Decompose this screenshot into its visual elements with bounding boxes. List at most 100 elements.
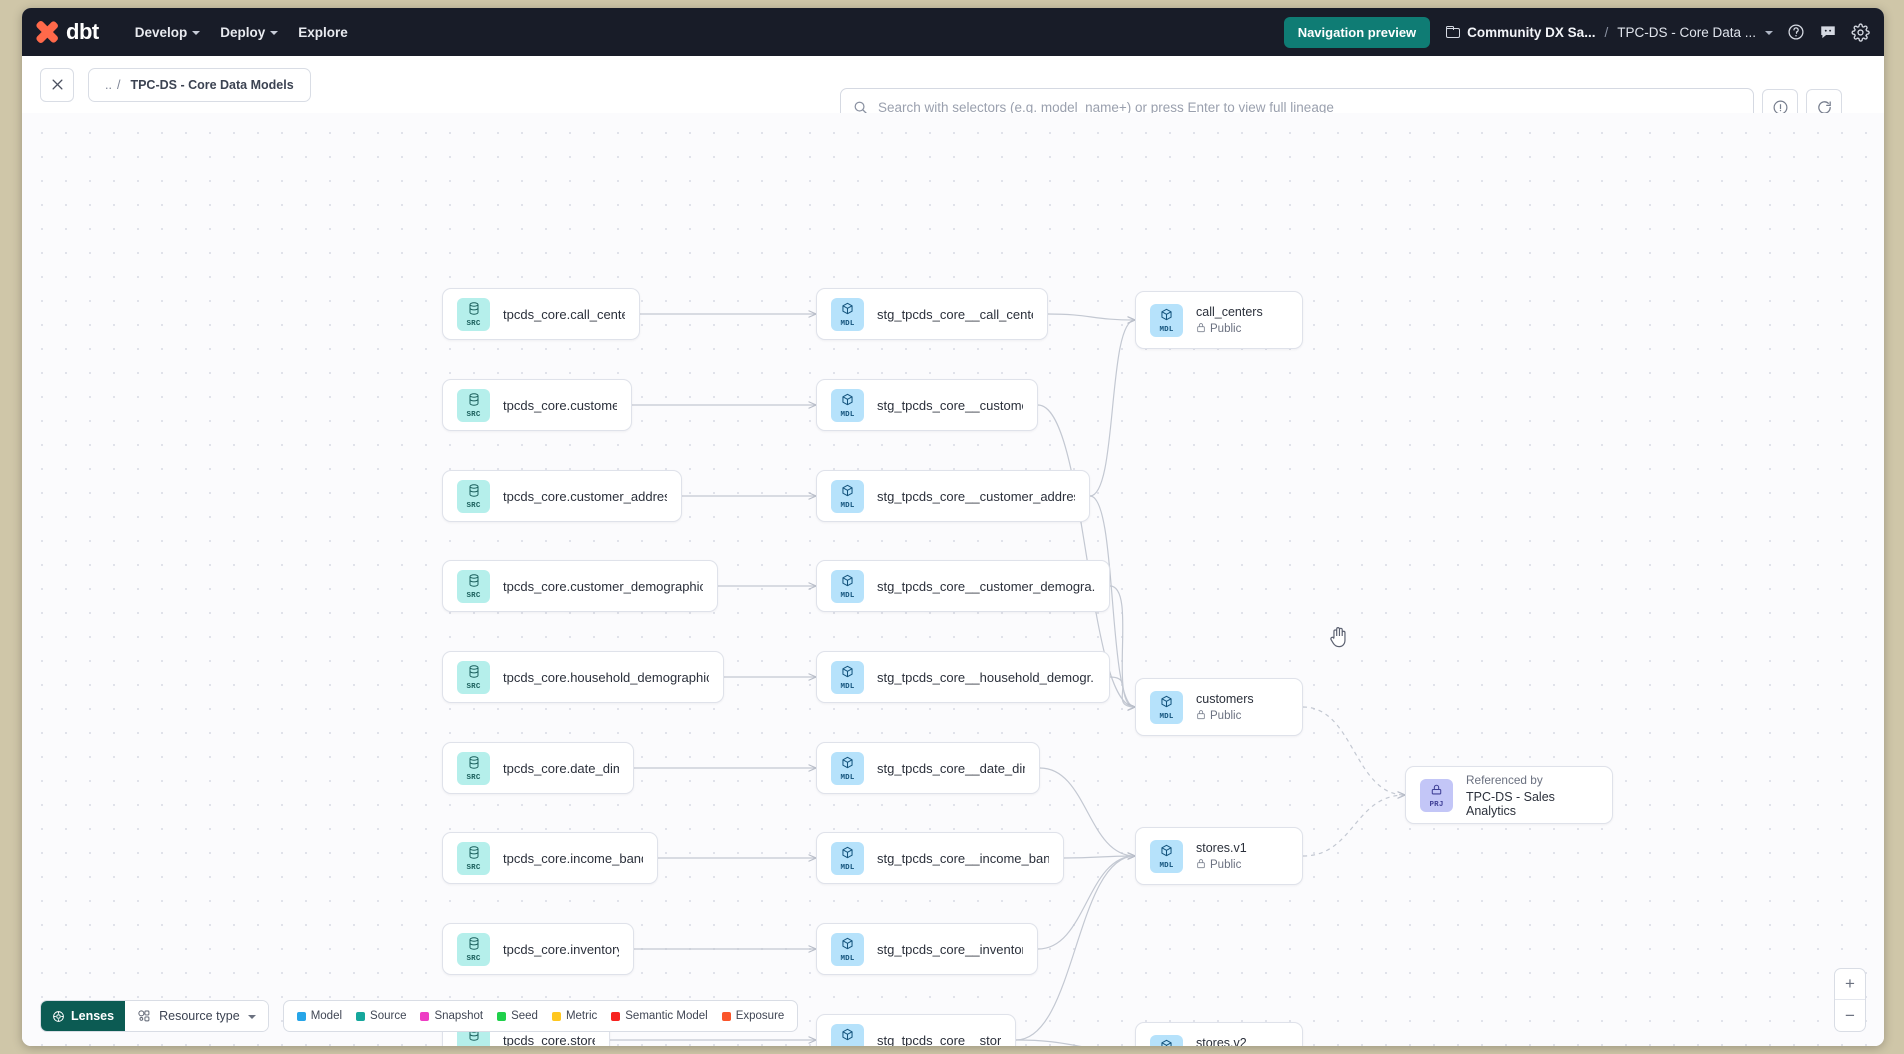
mdl-badge-icon: MDL <box>831 660 864 694</box>
node-subtitle: Public <box>1196 709 1254 723</box>
nav-item-explore-label: Explore <box>298 24 348 40</box>
mdl-badge-icon: MDL <box>831 1023 864 1046</box>
mdl-badge-icon: MDL <box>831 751 864 785</box>
top-navigation-bar: dbt Develop Deploy Explore Navigation pr… <box>22 8 1884 56</box>
node-subtitle: TPC-DS - Sales Analytics <box>1466 789 1555 818</box>
node-title: stores.v1 <box>1196 840 1247 855</box>
src-badge-icon: SRC <box>457 297 490 331</box>
src-badge-icon: SRC <box>457 569 490 603</box>
lineage-node-model[interactable]: MDL stg_tpcds_core__inventory <box>816 923 1038 975</box>
lineage-node-model[interactable]: MDL stg_tpcds_core__store <box>816 1014 1016 1046</box>
mdl-badge-icon: MDL <box>1150 839 1183 873</box>
legend-swatch <box>356 1011 366 1021</box>
node-label: stg_tpcds_core__customer <box>877 397 1023 413</box>
node-access-label: Public <box>1210 322 1242 335</box>
zoom-out-button[interactable]: − <box>1845 1005 1855 1025</box>
legend-swatch <box>551 1011 561 1021</box>
prj-badge-icon: PRJ <box>1420 778 1453 812</box>
close-button[interactable] <box>40 67 74 102</box>
src-badge-icon: SRC <box>457 932 490 966</box>
breadcrumb-chip[interactable]: .. / TPC-DS - Core Data Models <box>88 67 311 102</box>
nav-item-explore[interactable]: Explore <box>288 19 358 46</box>
lineage-edge <box>1089 320 1135 497</box>
mdl-badge-icon: MDL <box>831 297 864 331</box>
lineage-edge <box>1109 676 1135 707</box>
legend-label: Exposure <box>735 1010 785 1022</box>
navigation-preview-button[interactable]: Navigation preview <box>1283 16 1431 48</box>
node-title: call_centers <box>1196 304 1263 319</box>
legend-item[interactable]: Seed <box>497 1010 538 1022</box>
node-label: stg_tpcds_core__store <box>877 1032 1001 1047</box>
mdl-badge-icon: MDL <box>831 932 864 966</box>
lineage-node-source[interactable]: SRC tpcds_core.inventory <box>442 923 634 975</box>
app-window: dbt Develop Deploy Explore Navigation pr… <box>22 8 1884 1046</box>
zoom-in-button[interactable]: + <box>1835 969 1865 1000</box>
legend-swatch <box>497 1011 507 1021</box>
legend-swatch <box>611 1011 621 1021</box>
legend-item[interactable]: Metric <box>551 1010 598 1022</box>
node-access-label: Public <box>1210 858 1242 871</box>
lineage-edge <box>1015 1039 1082 1046</box>
legend-item[interactable]: Semantic Model <box>611 1010 708 1022</box>
dbt-logo[interactable]: dbt <box>34 19 99 45</box>
feedback-icon[interactable] <box>1819 23 1837 41</box>
breadcrumb-project[interactable]: TPC-DS - Core Data ... <box>1617 24 1756 40</box>
legend-item[interactable]: Snapshot <box>420 1010 483 1022</box>
src-badge-icon: SRC <box>457 479 490 513</box>
legend-item[interactable]: Source <box>356 1010 406 1022</box>
lenses-label: Lenses <box>71 1009 115 1023</box>
lenses-button[interactable]: Lenses <box>41 1001 126 1031</box>
breadcrumb-slash: / <box>116 77 121 92</box>
nav-item-develop[interactable]: Develop <box>125 19 211 46</box>
lineage-node-model[interactable]: MDL stg_tpcds_core__household_demogr... <box>816 651 1110 703</box>
node-text-block: stores.v2Public <box>1196 1036 1247 1047</box>
breadcrumb-chip-label: TPC-DS - Core Data Models <box>130 77 294 92</box>
resource-type-button[interactable]: Resource type <box>125 1001 268 1031</box>
breadcrumb-account[interactable]: Community DX Sa... <box>1467 24 1596 40</box>
search-input[interactable] <box>878 99 1741 115</box>
nav-item-deploy[interactable]: Deploy <box>210 19 288 46</box>
legend-item[interactable]: Exposure <box>721 1010 785 1022</box>
node-label: stg_tpcds_core__household_demogr... <box>877 669 1095 685</box>
node-label: tpcds_core.inventory <box>503 941 619 957</box>
resource-type-icon <box>138 1010 150 1022</box>
help-circle-icon[interactable] <box>1787 23 1805 41</box>
lineage-edge <box>1302 795 1405 857</box>
legend-swatch <box>296 1011 306 1021</box>
lineage-edge <box>1047 313 1135 320</box>
legend-item[interactable]: Model <box>296 1010 343 1022</box>
legend-label: Model <box>310 1010 343 1022</box>
lock-icon <box>1197 709 1205 719</box>
lineage-edge <box>1302 706 1405 795</box>
mdl-badge-icon: MDL <box>1150 303 1183 337</box>
legend-swatch <box>420 1011 430 1021</box>
node-title: customers <box>1196 691 1254 706</box>
chevron-down-icon <box>270 31 279 35</box>
gear-icon[interactable] <box>1851 22 1870 42</box>
legend-label: Metric <box>565 1010 598 1022</box>
chevron-down-icon[interactable] <box>1765 31 1773 35</box>
search-icon <box>854 101 867 114</box>
node-label: stg_tpcds_core__inventory <box>877 941 1023 957</box>
node-label: tpcds_core.date_dim <box>503 760 619 776</box>
